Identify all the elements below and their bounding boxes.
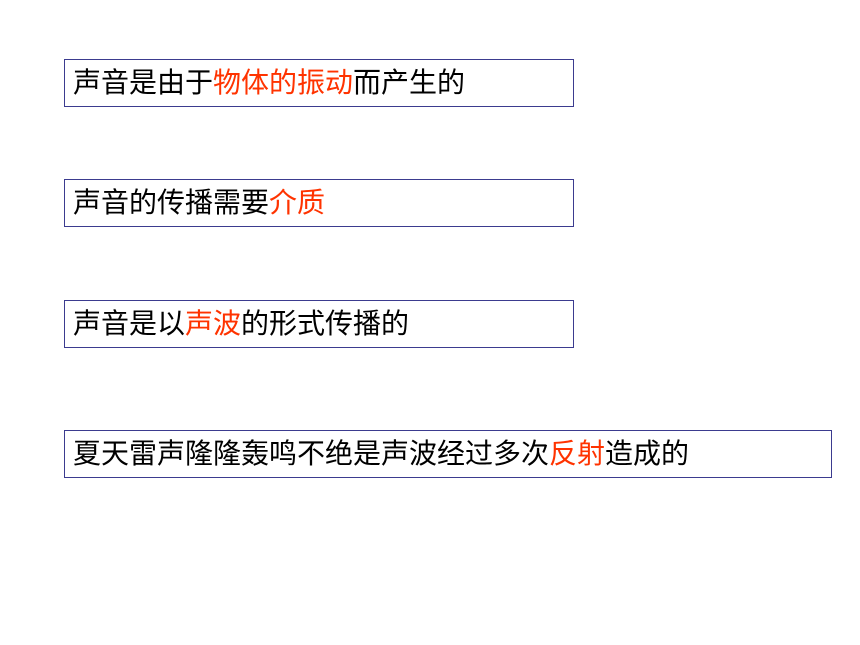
statement-1-text-after: 而产生的 (353, 66, 466, 99)
statement-box-4: 夏天雷声隆隆轰鸣不绝是声波经过多次反射造成的 (64, 430, 832, 478)
statement-box-3: 声音是以声波的形式传播的 (64, 300, 574, 348)
statement-box-2: 声音的传播需要介质 (64, 179, 574, 227)
statement-1-text: 声音是由于 (73, 66, 214, 99)
statement-3-text-after: 的形式传播的 (241, 307, 410, 340)
statement-3-highlight: 声波 (185, 307, 242, 340)
statement-4-text: 夏天雷声隆隆轰鸣不绝是声波经过多次 (73, 437, 550, 470)
statement-4-highlight: 反射 (549, 437, 606, 470)
statement-3-text: 声音是以 (73, 307, 186, 340)
statement-1-highlight: 物体的振动 (213, 66, 354, 99)
statement-box-1: 声音是由于物体的振动而产生的 (64, 59, 574, 107)
statement-2-highlight: 介质 (269, 186, 326, 219)
statement-2-text: 声音的传播需要 (73, 186, 270, 219)
statement-4-text-after: 造成的 (605, 437, 690, 470)
